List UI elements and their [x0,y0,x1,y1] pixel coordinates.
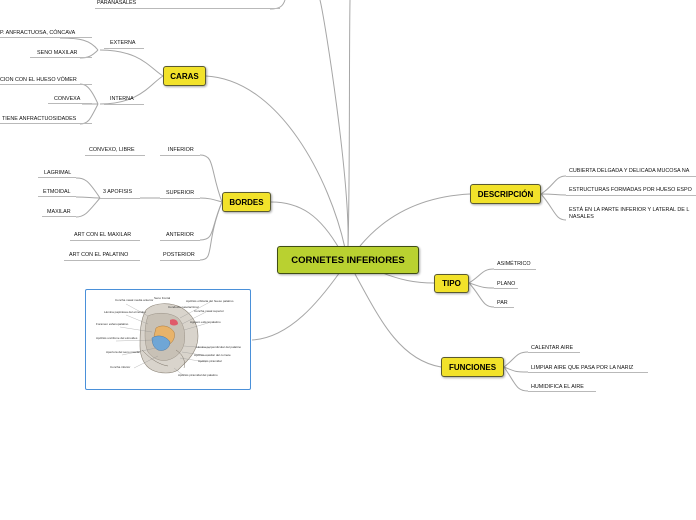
leaf-interna-item-1[interactable]: CION CON EL HUESO VÓMER [0,77,77,83]
underline [566,176,696,177]
leaf-interna-item-2[interactable]: CONVEXA [54,96,81,102]
leaf-externa[interactable]: EXTERNA [110,40,136,46]
leaf-superior[interactable]: SUPERIOR [166,190,195,196]
leaf-tipo-item-2[interactable]: PLANO [497,281,516,287]
underline [95,8,280,9]
underline [0,84,92,85]
underline [160,198,200,199]
underline [70,240,140,241]
underline [64,260,140,261]
leaf-externa-item-2[interactable]: SENO MAXILAR [37,50,78,56]
leaf-descripcion-item-3[interactable]: ESTÁ EN LA PARTE INFERIOR Y LATERAL DE L… [569,207,690,220]
leaf-anterior-item-1[interactable]: ART CON EL MAXILAR [74,232,132,238]
underline [0,37,92,38]
image-label: Apófisis uncifome del etmoides [96,336,138,340]
node-bordes[interactable]: BORDES [222,192,271,212]
underline [38,196,76,197]
leaf-etmoidal[interactable]: ETMOIDAL [43,189,71,195]
image-label: Apófisis maxilar del cornete [194,353,231,357]
leaf-funciones-item-1[interactable]: CALENTAR AIRE [531,345,574,351]
image-label: Apófisis orbitaria del hueso palatino [186,299,234,303]
leaf-anterior[interactable]: ANTERIOR [166,232,194,238]
leaf-tipo-item-1[interactable]: ASIMÉTRICO [497,261,531,267]
leaf-paranasales[interactable]: PARANASALES [97,0,137,6]
leaf-funciones-item-3[interactable]: HUMIDIFICA EL AIRE [531,384,584,390]
underline [100,198,140,199]
underline [528,372,648,373]
image-label: Agujero esfenopalatino [190,320,221,324]
underline [160,240,200,241]
image-label: Seno frontal [154,296,171,300]
leaf-funciones-item-2[interactable]: LIMPIAR AIRE QUE PASA POR LA NARIZ [531,365,634,371]
image-label: Foramen esfenopalatino [96,322,129,326]
underline [104,48,144,49]
image-label: Apertura del seno maxilar [106,350,141,354]
underline [38,177,76,178]
underline [494,307,514,308]
leaf-externa-item-1[interactable]: P. ANFRACTUOSA, CÓNCAVA [0,30,76,36]
leaf-descripcion-item-2[interactable]: ESTRUCTURAS FORMADAS POR HUESO ESPO [569,187,692,193]
leaf-tipo-item-3[interactable]: PAR [497,300,508,306]
image-label: Apófisis piramidal del palatino [178,373,218,377]
image-label: Concha nasal media anterior [115,298,154,302]
underline [494,288,518,289]
underline [42,216,76,217]
underline [528,391,596,392]
image-label: Lámina perpendicular del palatino [196,345,242,349]
image-label: Apófisis piramidal [198,359,222,363]
image-label: Concha nasal superior [194,309,225,313]
image-label: Conducto nasolacrimal [168,305,199,309]
underline [160,260,200,261]
underline [48,103,92,104]
node-descripcion[interactable]: DESCRIPCIÓN [470,184,541,204]
leaf-interna[interactable]: INTERNA [110,96,134,102]
node-funciones[interactable]: FUNCIONES [441,357,504,377]
anatomy-image-node[interactable]: Concha nasal media anterior Lámina papir… [85,289,251,390]
node-tipo[interactable]: TIPO [434,274,469,293]
underline [160,155,200,156]
leaf-posterior[interactable]: POSTERIOR [163,252,195,258]
image-label: Lámina papirácea del etmoides [104,310,146,314]
underline [528,352,580,353]
underline [494,269,536,270]
node-caras[interactable]: CARAS [163,66,206,86]
underline [104,104,144,105]
underline [85,155,145,156]
skull-illustration [115,301,211,377]
underline [0,123,92,124]
central-topic[interactable]: CORNETES INFERIORES [277,246,419,274]
leaf-inferior[interactable]: INFERIOR [168,147,194,153]
leaf-descripcion-item-1[interactable]: CUBIERTA DELGADA Y DELICADA MUCOSA NA [569,168,690,174]
leaf-maxilar[interactable]: MAXILAR [47,209,71,215]
leaf-inferior-item-1[interactable]: CONVEXO, LIBRE [89,147,135,153]
underline [566,195,696,196]
image-label: Concha inferior [110,365,131,369]
leaf-posterior-item-1[interactable]: ART CON EL PALATINO [69,252,129,258]
leaf-3-apofisis[interactable]: 3 APOFISIS [103,189,133,195]
underline [30,57,92,58]
leaf-interna-item-3[interactable]: TIENE ANFRACTUOSIDADES [2,116,77,122]
leaf-lagrimal[interactable]: LAGRIMAL [44,170,72,176]
